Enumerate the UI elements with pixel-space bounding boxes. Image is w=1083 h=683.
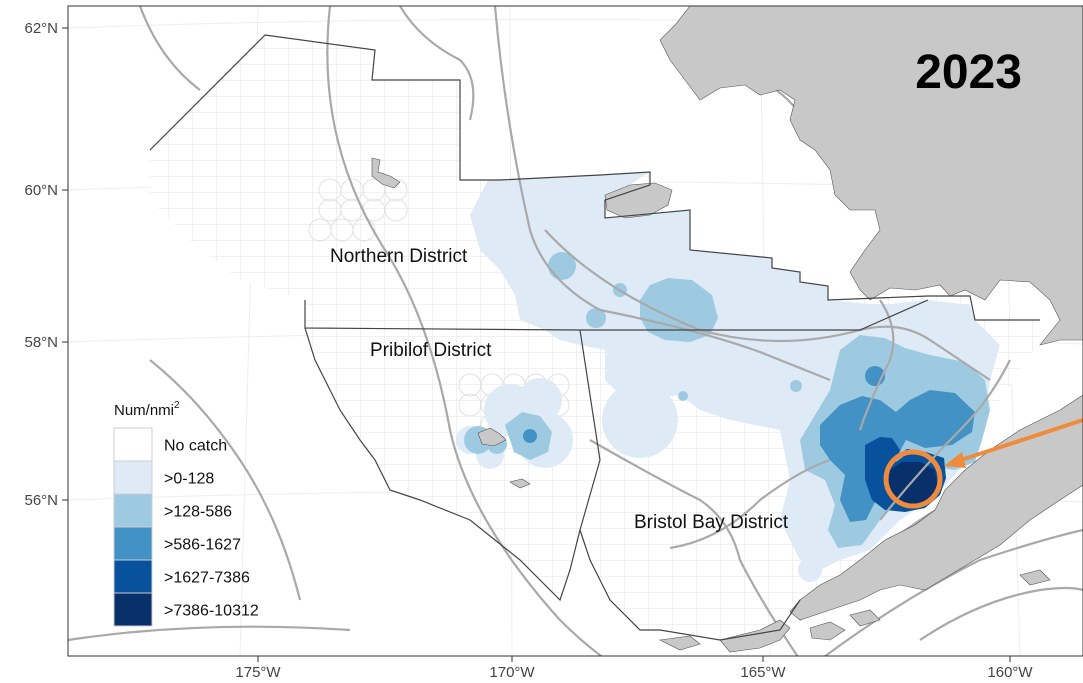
legend-swatch — [113, 460, 153, 495]
nunivak-island — [604, 182, 673, 219]
legend-label: >0-128 — [164, 471, 214, 488]
lat-tick: 58°N — [24, 334, 58, 351]
lat-tick: 60°N — [24, 182, 58, 199]
legend-title: Num/nmi2 — [114, 400, 180, 419]
lon-tick: 160°W — [987, 664, 1033, 681]
st-paul-island — [477, 427, 507, 447]
highlight-circle — [883, 449, 943, 509]
northern-district-label: Northern District — [330, 246, 468, 267]
lon-axis: 175°W 170°W 165°W 160°W — [235, 656, 1033, 681]
lat-tick: 56°N — [24, 492, 58, 509]
year-label: 2023 — [915, 46, 1022, 99]
alaska-peninsula — [789, 394, 1083, 621]
legend-label: No catch — [164, 438, 227, 455]
legend-swatch — [113, 559, 153, 594]
legend-items: No catch >0-128 >128-586 >586-1627 >1627-738… — [113, 427, 259, 627]
lat-tick: 62°N — [24, 20, 58, 37]
legend-label: >128-586 — [164, 504, 232, 521]
lon-tick: 170°W — [489, 664, 535, 681]
lon-tick: 165°W — [740, 664, 786, 681]
lon-tick: 175°W — [235, 664, 281, 681]
arrow-head — [944, 452, 966, 468]
legend-label: >7386-10312 — [164, 603, 259, 620]
highlight-arrow — [957, 418, 1083, 463]
bristol-bay-district-label: Bristol Bay District — [634, 512, 789, 533]
map-border — [67, 5, 1083, 657]
aleutian-islands — [658, 569, 1051, 653]
lat-axis: 62°N 60°N 58°N 56°N — [24, 20, 68, 509]
legend-label: >1627-7386 — [164, 570, 250, 587]
legend-swatch — [113, 427, 153, 462]
legend-swatch — [113, 526, 153, 561]
district-boundaries — [149, 34, 1040, 641]
legend-swatch — [113, 493, 153, 528]
legend-label: >586-1627 — [164, 537, 241, 554]
legend: Num/nmi2 No catch >0-128 >128-586 >586-1627… — [113, 400, 259, 627]
pribilof-district-label: Pribilof District — [370, 340, 492, 361]
st-george-island — [509, 478, 531, 489]
st-matthew-island — [371, 157, 401, 189]
alaska-mainland — [659, 6, 1083, 346]
legend-swatch — [113, 592, 153, 627]
